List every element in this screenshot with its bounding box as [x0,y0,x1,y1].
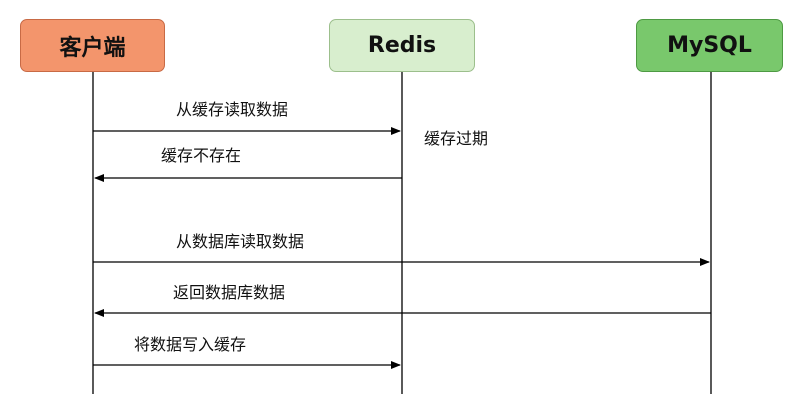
participant-client-box: 客户端 [20,19,165,72]
message-write-cache: 将数据写入缓存 [134,335,247,354]
message-read-database: 从数据库读取数据 [176,232,305,251]
message-read-cache: 从缓存读取数据 [176,100,289,119]
participant-mysql-box: MySQL [636,19,783,72]
participant-client-label: 客户端 [59,35,126,61]
participant-redis-box: Redis [329,19,475,72]
message-cache-miss: 缓存不存在 [161,146,242,165]
note-cache-expired: 缓存过期 [424,129,489,148]
message-return-database-data: 返回数据库数据 [173,283,286,302]
participant-mysql-label: MySQL [667,33,752,58]
participant-redis-label: Redis [367,33,437,58]
